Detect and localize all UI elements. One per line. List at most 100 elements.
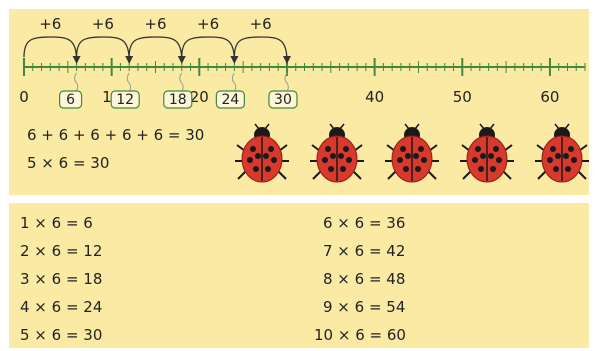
number-box	[215, 90, 245, 109]
ladybug-spot	[271, 157, 277, 163]
ladybug-icon	[310, 123, 364, 183]
ladybug-antenna	[414, 123, 420, 130]
times-table-panel	[9, 203, 589, 348]
ladybug-spot	[340, 166, 346, 172]
table-row-4: 4 × 6 = 24	[20, 298, 103, 316]
ladybug-leg	[502, 170, 512, 180]
jump-arc	[23, 36, 78, 62]
ladybug-antenna	[264, 123, 270, 130]
jump-arc	[233, 36, 288, 62]
ladybug-spot	[325, 146, 331, 152]
ladybug-spot	[400, 146, 406, 152]
table-row-8: 8 × 6 = 48	[323, 270, 406, 288]
ladybug-spot	[343, 146, 349, 152]
ladybug-spot	[563, 153, 569, 159]
ladybug-antenna	[254, 123, 260, 130]
table-row-6: 6 × 6 = 36	[323, 214, 406, 232]
tick-label: 20	[190, 88, 209, 106]
jump-label: +6	[39, 15, 61, 33]
ladybug-spot	[338, 153, 344, 159]
jump-label: +6	[92, 15, 114, 33]
ladybug-leg	[427, 170, 437, 180]
ladybug-leg	[312, 170, 322, 180]
ladybug-spot	[255, 153, 261, 159]
ladybug-antenna	[404, 123, 410, 130]
ladybug-leg	[462, 170, 472, 180]
jump-label: +6	[144, 15, 166, 33]
ladybug-spot	[493, 146, 499, 152]
boxed-number: 6	[66, 92, 75, 108]
ladybug-leg	[537, 170, 547, 180]
ladybug-spot	[265, 166, 271, 172]
ladybug-spot	[421, 157, 427, 163]
ladybug-group	[235, 123, 589, 183]
jump-label: +6	[197, 15, 219, 33]
table-row-2: 2 × 6 = 12	[20, 242, 103, 260]
arrow-icon	[72, 56, 81, 64]
tick-label: 40	[365, 88, 384, 106]
ladybug-spot	[247, 157, 253, 163]
boxed-number: 24	[221, 92, 239, 108]
arrow-icon	[177, 56, 186, 64]
ladybug-spot	[555, 153, 561, 159]
ladybug-icon	[235, 123, 289, 183]
ladybug-spot	[268, 146, 274, 152]
table-row-7: 7 × 6 = 42	[323, 242, 406, 260]
tick-label: 50	[453, 88, 472, 106]
ladybug-spot	[397, 157, 403, 163]
ladybug-spot	[330, 153, 336, 159]
jump-arc	[75, 36, 130, 62]
boxed-number: 12	[116, 92, 134, 108]
ladybug-spot	[403, 166, 409, 172]
ladybug-spot	[553, 166, 559, 172]
arrow-icon	[125, 56, 134, 64]
table-row-5: 5 × 6 = 30	[20, 326, 103, 344]
table-row-3: 3 × 6 = 18	[20, 270, 103, 288]
ladybug-spot	[478, 166, 484, 172]
ladybug-icon	[535, 123, 589, 183]
ladybug-antenna	[489, 123, 495, 130]
ladybug-spot	[250, 146, 256, 152]
ladybug-spot	[565, 166, 571, 172]
ladybug-spot	[571, 157, 577, 163]
ladybug-spot	[346, 157, 352, 163]
table-row-9: 9 × 6 = 54	[323, 298, 406, 316]
ladybug-antenna	[564, 123, 570, 130]
ladybug-spot	[322, 157, 328, 163]
ladybug-icon	[385, 123, 439, 183]
ladybug-spot	[475, 146, 481, 152]
ladybug-spot	[568, 146, 574, 152]
ladybug-leg	[577, 170, 587, 180]
ladybug-spot	[413, 153, 419, 159]
number-box	[268, 90, 298, 109]
repeated-addition-equation: 6 + 6 + 6 + 6 + 6 = 30	[27, 126, 205, 144]
ladybug-spot	[550, 146, 556, 152]
ladybug-spot	[253, 166, 259, 172]
ladybug-antenna	[339, 123, 345, 130]
number-box	[163, 90, 193, 109]
ladybug-leg	[352, 170, 362, 180]
tick-label: 0	[19, 88, 29, 106]
table-row-10: 10 × 6 = 60	[314, 326, 406, 344]
ladybug-spot	[488, 153, 494, 159]
arrow-icon	[230, 56, 239, 64]
ladybug-spot	[418, 146, 424, 152]
table-row-1: 1 × 6 = 6	[20, 214, 93, 232]
boxed-number: 18	[169, 92, 187, 108]
jump-arc	[181, 36, 236, 62]
boxed-number: 30	[274, 92, 292, 108]
ladybug-spot	[263, 153, 269, 159]
ladybug-spot	[415, 166, 421, 172]
jump-arc	[128, 36, 183, 62]
ladybug-leg	[237, 170, 247, 180]
number-box	[58, 90, 83, 109]
ladybug-antenna	[479, 123, 485, 130]
number-box	[110, 90, 140, 109]
ladybug-leg	[277, 170, 287, 180]
ladybug-spot	[480, 153, 486, 159]
arrow-icon	[282, 56, 291, 64]
ladybug-spot	[472, 157, 478, 163]
tick-label: 60	[540, 88, 559, 106]
ladybug-spot	[490, 166, 496, 172]
ladybug-spot	[405, 153, 411, 159]
